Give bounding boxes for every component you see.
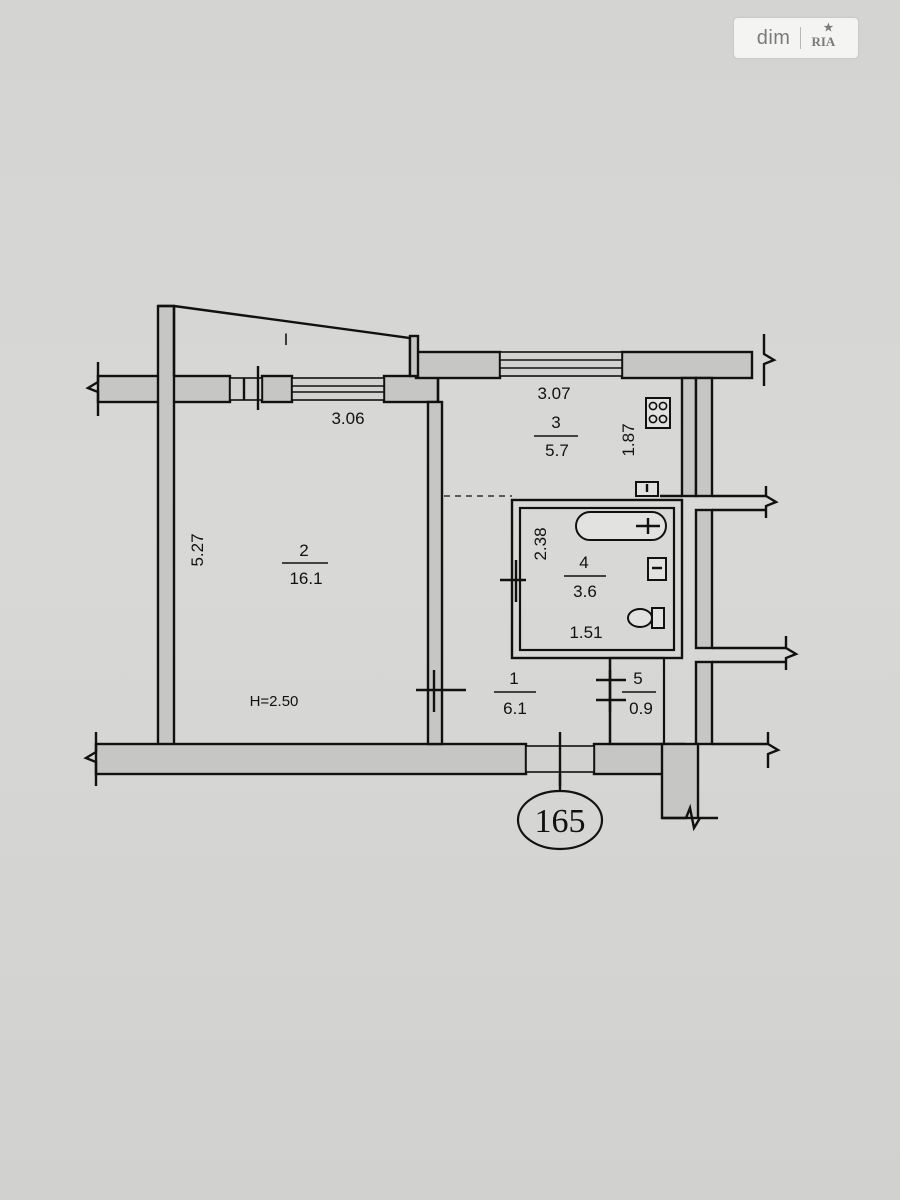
room2-number: 2 — [299, 541, 308, 560]
kitchen-north-wall-right — [620, 350, 754, 380]
west-wall — [156, 304, 176, 748]
shaft-wall-lower — [660, 742, 700, 820]
bathtub-icon — [575, 511, 667, 541]
logo-ria-text: ★ RIA — [811, 22, 836, 50]
window-room2 — [291, 377, 385, 401]
room4-area: 3.6 — [573, 582, 597, 601]
stove-icon — [645, 397, 671, 429]
partition-room2 — [426, 400, 444, 746]
room4-label: 4 3.6 — [564, 553, 606, 601]
room4-width-dimension: 1.51 — [569, 623, 602, 642]
entrance-door — [525, 732, 595, 786]
break-marks — [83, 334, 799, 832]
logo-separator — [800, 27, 802, 49]
toilet-icon — [627, 607, 665, 629]
kitchen-sink-icon — [635, 481, 659, 497]
room3-number: 3 — [551, 413, 560, 432]
door-marks — [416, 560, 626, 712]
window-room2-door — [229, 366, 263, 410]
balcony-rail — [408, 334, 420, 378]
room2-label: 2 16.1 — [282, 541, 328, 588]
window-kitchen — [499, 351, 623, 377]
east-wall-kitchen — [680, 376, 698, 498]
shaft-wall-2 — [694, 508, 714, 650]
logo-dim-text: dim — [756, 26, 791, 49]
ceiling-height: H=2.50 — [250, 693, 299, 710]
room2-area: 16.1 — [289, 569, 322, 588]
room5-label: 5 0.9 — [622, 669, 656, 718]
room3-area: 5.7 — [545, 441, 569, 460]
shaft-wall-1 — [694, 376, 714, 498]
room1-area: 6.1 — [503, 699, 527, 718]
room3-width-dimension: 3.07 — [537, 384, 570, 403]
room2-length-dimension: 5.27 — [188, 533, 207, 566]
room5-area: 0.9 — [629, 699, 653, 718]
room3-length-dimension: 1.87 — [619, 423, 638, 456]
apartment-number-badge: 165 — [516, 774, 604, 851]
south-wall-left — [94, 742, 528, 776]
room1-label: 1 6.1 — [494, 669, 536, 718]
washbasin-icon — [647, 557, 667, 581]
apartment-number: 165 — [535, 803, 586, 840]
room4-length-dimension: 2.38 — [531, 527, 550, 560]
north-wall-mid — [260, 374, 294, 404]
balcony-label: I — [284, 330, 289, 349]
dimria-logo: dim ★ RIA — [734, 18, 858, 58]
north-wall-right — [382, 374, 440, 404]
room2-width-dimension: 3.06 — [331, 409, 364, 428]
logo-ria-label: RIA — [811, 34, 836, 49]
star-icon: ★ — [823, 22, 834, 34]
room4-number: 4 — [579, 553, 588, 572]
shaft-wall-3 — [694, 660, 714, 746]
room1-number: 1 — [509, 669, 518, 688]
room3-label: 3 5.7 — [534, 413, 578, 460]
kitchen-north-wall — [414, 350, 502, 380]
room5-number: 5 — [633, 669, 642, 688]
